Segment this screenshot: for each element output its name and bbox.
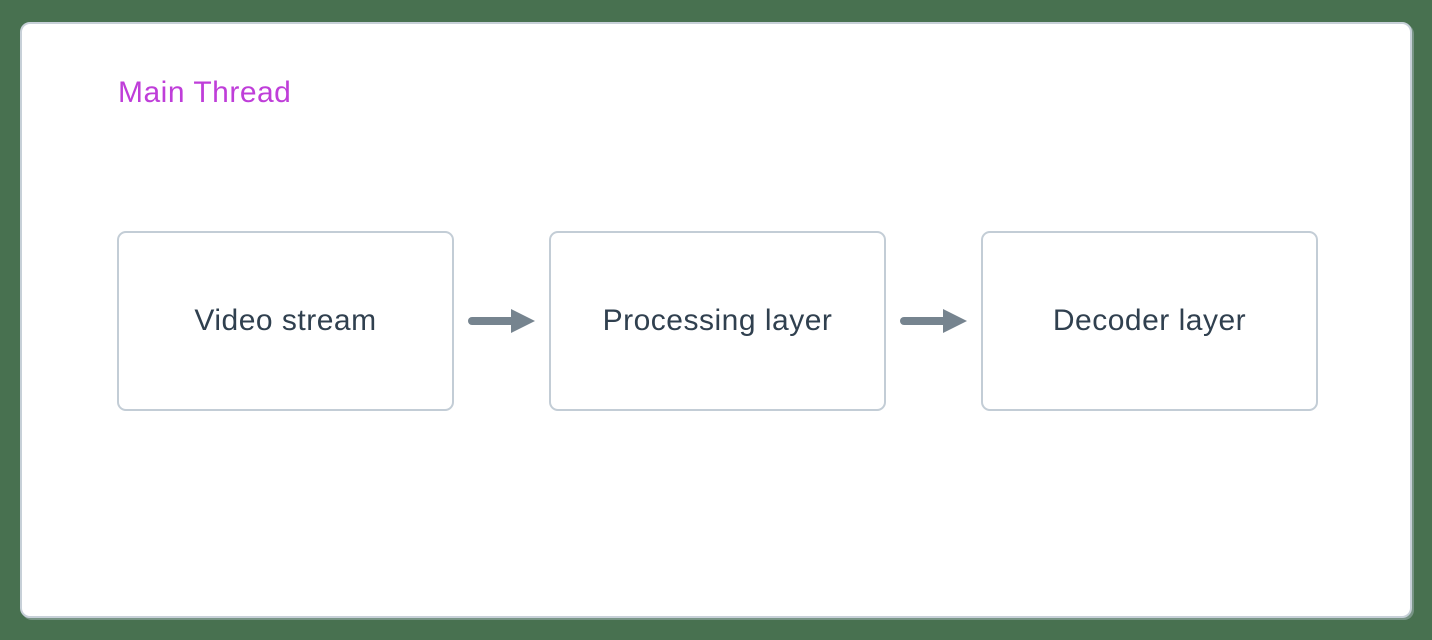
main-thread-panel: Main Thread Video stream Processing laye… — [20, 22, 1412, 618]
node-processing-layer: Processing layer — [549, 231, 886, 411]
arrow-right-icon — [454, 231, 549, 411]
flow-row: Video stream Processing layer Decoder la… — [117, 231, 1318, 411]
node-video-stream: Video stream — [117, 231, 454, 411]
node-label: Video stream — [194, 304, 377, 337]
arrow-right-icon — [886, 231, 981, 411]
node-label: Processing layer — [602, 304, 833, 337]
node-label: Decoder layer — [1052, 304, 1247, 337]
diagram-title: Main Thread — [118, 76, 292, 109]
node-decoder-layer: Decoder layer — [981, 231, 1318, 411]
